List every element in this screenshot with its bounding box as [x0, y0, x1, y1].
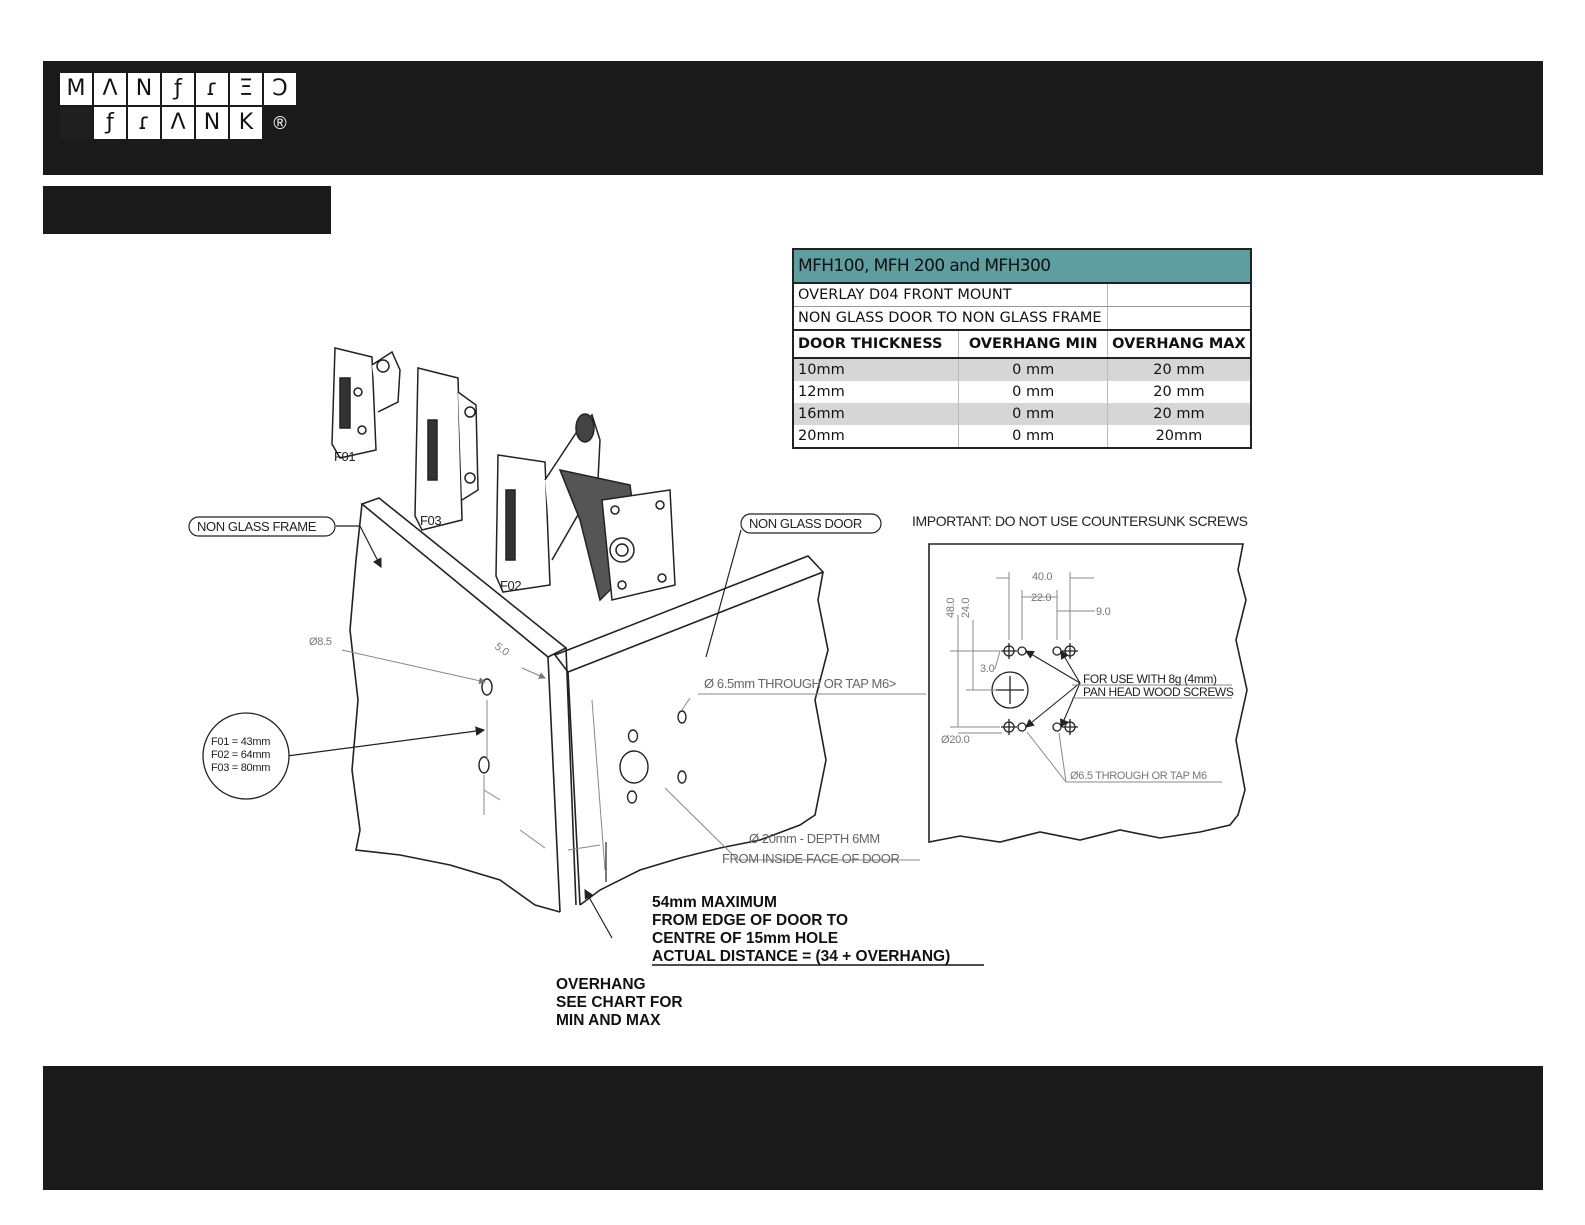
table-title: MFH100, MFH 200 and MFH300 — [793, 249, 1251, 284]
detail-leaders — [1025, 650, 1081, 729]
logo-letter: ɾ — [196, 73, 228, 105]
door-holes — [619, 710, 687, 804]
overhang-note: OVERHANG SEE CHART FOR MIN AND MAX — [556, 976, 683, 1029]
overhang-spec-table: MFH100, MFH 200 and MFH300 OVERLAY D04 F… — [792, 248, 1252, 449]
logo-letter: ƒ — [162, 73, 194, 105]
part-label-f02: F02 — [500, 578, 521, 593]
empty-cell — [1107, 283, 1252, 307]
logo-letter: N — [128, 73, 160, 105]
f02-length: F02 = 64mm — [211, 749, 270, 761]
overhang-min: 0 mm — [958, 403, 1108, 425]
logo-letter: N — [196, 107, 228, 139]
mount-type: OVERLAY D04 FRONT MOUNT — [793, 283, 1108, 307]
frame-label-bubble — [188, 516, 336, 537]
through-hole-label: Ø 6.5mm THROUGH OR TAP M6> — [704, 676, 896, 691]
overhang-min: 0 mm — [958, 425, 1108, 448]
table-info-row: NON GLASS DOOR TO NON GLASS FRAME — [793, 306, 1252, 331]
non-glass-frame-label: NON GLASS FRAME — [197, 519, 317, 534]
table-row: 16mm 0 mm 20 mm — [793, 403, 1252, 425]
logo-letter: M — [60, 73, 92, 105]
logo-letter: Ͻ — [264, 73, 296, 105]
tap-hole-label: Ø6.5 THROUGH OR TAP M6 — [1070, 770, 1207, 782]
note-line: FROM EDGE OF DOOR TO — [652, 912, 848, 929]
length-circle — [202, 712, 290, 800]
part-label-f03: F03 — [420, 513, 441, 528]
note-line: 54mm MAXIMUM — [652, 894, 777, 911]
hinge-part-f01 — [331, 347, 401, 459]
logo-blank-cell — [60, 107, 92, 139]
door-label-bubble — [740, 513, 882, 534]
f01-length: F01 = 43mm — [211, 736, 270, 748]
leader-lines — [286, 525, 742, 939]
note-line: ACTUAL DISTANCE = (34 + OVERHANG) — [652, 948, 950, 965]
logo-letter: Λ — [94, 73, 126, 105]
detail-dimension-lines — [950, 572, 1232, 783]
logo-letter: K — [230, 107, 262, 139]
hinge-part-f03 — [414, 367, 479, 531]
manfred-frank-logo: M Λ N ƒ ɾ Ξ Ͻ ƒ ɾ Λ N K ® — [59, 72, 299, 144]
dim-dia-20: Ø20.0 — [941, 734, 970, 746]
application-type: NON GLASS DOOR TO NON GLASS FRAME — [793, 306, 1108, 331]
logo-letter: ɾ — [128, 107, 160, 139]
maximum-distance-note: 54mm MAXIMUM FROM EDGE OF DOOR TO CENTRE… — [652, 894, 984, 966]
non-glass-door-panel — [553, 555, 829, 906]
overhang-max: 20mm — [1107, 425, 1252, 448]
f03-length: F03 = 80mm — [211, 762, 270, 774]
dim-22: 22.0 — [1031, 592, 1051, 604]
logo-row-1: M Λ N ƒ ɾ Ξ Ͻ — [59, 72, 299, 106]
overhang-max: 20 mm — [1107, 358, 1252, 381]
frame-holes — [478, 678, 493, 774]
note-line: OVERHANG — [556, 976, 646, 993]
door-thickness: 12mm — [793, 381, 960, 403]
frame-hole-diameter: Ø8.5 — [309, 636, 332, 648]
screw-note-line-1: FOR USE WITH 8g (4mm) — [1083, 672, 1217, 686]
note-line: MIN AND MAX — [556, 1012, 661, 1029]
dimension-lines — [341, 649, 926, 871]
table-info-row: OVERLAY D04 FRONT MOUNT — [793, 283, 1252, 307]
hinge-part-f02 — [495, 413, 676, 602]
dim-48: 48.0 — [945, 598, 957, 618]
door-thickness: 20mm — [793, 425, 960, 448]
header-door-thickness: DOOR THICKNESS — [793, 329, 960, 359]
dim-9: 9.0 — [1096, 606, 1111, 618]
inside-face-label: FROM INSIDE FACE OF DOOR — [722, 851, 899, 866]
table-row: 10mm 0 mm 20 mm — [793, 358, 1252, 381]
dim-3: 3.0 — [980, 663, 995, 675]
dim-24: 24.0 — [960, 598, 972, 618]
logo-letter: Λ — [162, 107, 194, 139]
table-title-row: MFH100, MFH 200 and MFH300 — [793, 249, 1251, 284]
note-line: SEE CHART FOR — [556, 994, 683, 1011]
overhang-max: 20 mm — [1107, 381, 1252, 403]
cup-hole-label: Ø 20mm - DEPTH 6MM — [749, 831, 880, 846]
logo-row-2: ƒ ɾ Λ N K ® — [59, 106, 299, 140]
table-row: 12mm 0 mm 20 mm — [793, 381, 1252, 403]
table-row: 20mm 0 mm 20mm — [793, 425, 1252, 448]
door-thickness: 16mm — [793, 403, 960, 425]
non-glass-door-label: NON GLASS DOOR — [749, 516, 862, 531]
table-header-row: DOOR THICKNESS OVERHANG MIN OVERHANG MAX — [793, 329, 1252, 359]
header-overhang-max: OVERHANG MAX — [1107, 329, 1252, 359]
dim-40: 40.0 — [1032, 571, 1052, 583]
header-overhang-min: OVERHANG MIN — [958, 329, 1108, 359]
part-label-f01: F01 — [334, 449, 355, 464]
door-thickness: 10mm — [793, 358, 960, 381]
important-note: IMPORTANT: DO NOT USE COUNTERSUNK SCREWS — [912, 513, 1248, 529]
overhang-max: 20 mm — [1107, 403, 1252, 425]
screw-note-line-2: PAN HEAD WOOD SCREWS — [1083, 685, 1234, 699]
overhang-min: 0 mm — [958, 381, 1108, 403]
logo-letter: Ξ — [230, 73, 262, 105]
section-title-bar — [43, 186, 331, 234]
overhang-min: 0 mm — [958, 358, 1108, 381]
registered-mark: ® — [273, 112, 287, 133]
frame-edge-distance: 5.0 — [492, 641, 511, 659]
logo-letter: ƒ — [94, 107, 126, 139]
footer-bar — [43, 1066, 1543, 1190]
non-glass-frame-panel — [349, 497, 577, 913]
note-line: CENTRE OF 15mm HOLE — [652, 930, 838, 947]
